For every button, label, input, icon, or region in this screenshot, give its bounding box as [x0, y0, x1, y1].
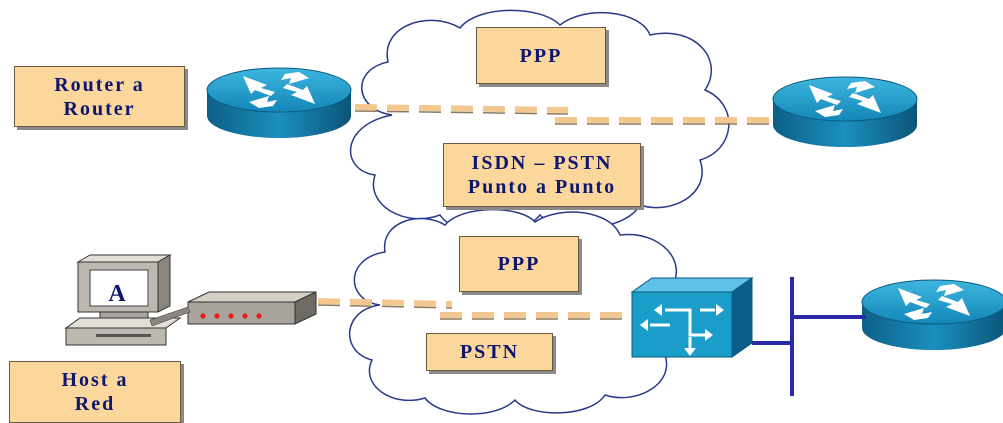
host-to-network-label: Host a Red — [9, 361, 181, 423]
host-screen-label: A — [108, 281, 126, 307]
host-computer-icon: A — [64, 254, 191, 346]
router-to-router-line-1: Router a — [54, 73, 145, 96]
ppp-label-top-text: PPP — [519, 44, 563, 67]
ppp-label-top: PPP — [476, 27, 606, 84]
dashed-link-top-shadow — [354, 110, 775, 125]
dashed-link-top — [354, 104, 775, 123]
ppp-label-bottom-text: PPP — [497, 253, 541, 275]
host-to-network-line-1: Host a — [61, 369, 129, 391]
router-to-router-label: Router a Router — [14, 66, 185, 127]
modem-icon — [187, 291, 317, 325]
router-icon-right-top — [772, 76, 918, 147]
router-icon-right-bottom — [861, 279, 1003, 350]
bus-line — [752, 277, 866, 396]
switch-icon — [630, 277, 754, 358]
pstn-label: PSTN — [426, 333, 553, 371]
ppp-label-bottom: PPP — [459, 236, 579, 292]
dashed-link-bottom-shadow — [317, 304, 632, 320]
isdn-pstn-line-1: ISDN – PSTN — [471, 152, 613, 174]
router-icon-left — [206, 67, 352, 138]
dashed-link-bottom — [317, 298, 632, 318]
router-to-router-line-2: Router — [63, 97, 136, 120]
isdn-pstn-line-2: Punto a Punto — [467, 176, 617, 198]
host-to-network-line-2: Red — [74, 393, 116, 415]
isdn-pstn-label: ISDN – PSTN Punto a Punto — [443, 143, 641, 207]
pstn-label-text: PSTN — [459, 341, 520, 363]
